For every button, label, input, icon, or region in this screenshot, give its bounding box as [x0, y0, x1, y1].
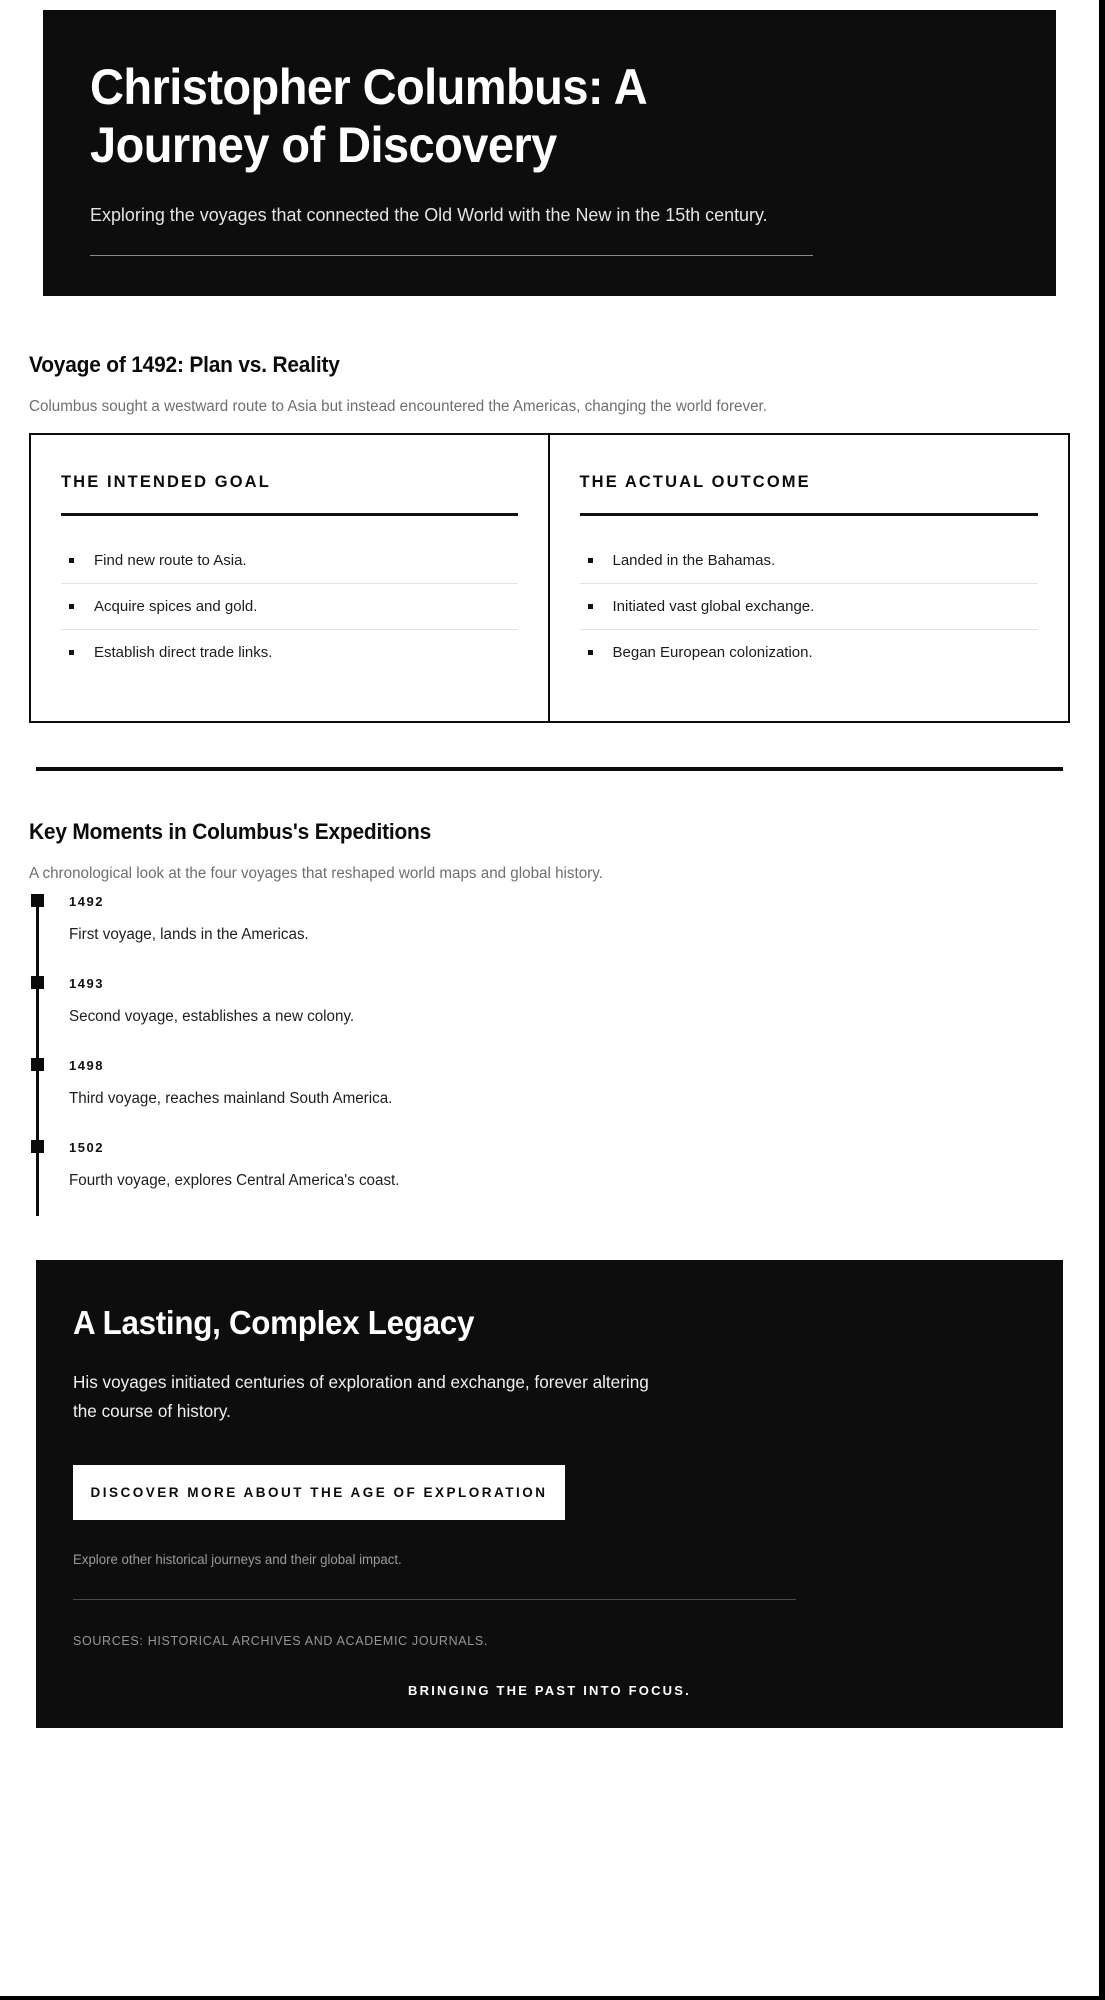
page-title: Christopher Columbus: A Journey of Disco… [90, 59, 646, 173]
square-bullet-icon [587, 557, 593, 563]
hero-header: Christopher Columbus: A Journey of Disco… [43, 10, 1056, 296]
discover-more-button-label: DISCOVER MORE ABOUT THE AGE OF EXPLORATI… [90, 1484, 548, 1500]
legacy-divider [73, 1598, 796, 1600]
list-item: Acquire spices and gold. [61, 584, 518, 630]
comparison-list-actual-outcome: Landed in the Bahamas. Initiated vast gl… [579, 538, 1039, 675]
comparison-subtitle: Columbus sought a westward route to Asia… [29, 397, 768, 415]
legacy-sources: SOURCES: HISTORICAL ARCHIVES AND ACADEMI… [73, 1632, 489, 1648]
square-bullet-icon [69, 649, 74, 655]
timeline-title: Key Moments in Columbus's Expeditions [29, 818, 432, 844]
list-item-label: Began European colonization. [612, 643, 813, 661]
comparison-column-heading: THE ACTUAL OUTCOME [579, 472, 811, 491]
legacy-title: A Lasting, Complex Legacy [73, 1304, 475, 1342]
list-item: Establish direct trade links. [61, 630, 518, 675]
comparison-box: THE INTENDED GOAL Find new route to Asia… [29, 432, 1070, 723]
timeline-year: 1502 [69, 1140, 104, 1156]
comparison-list-intended-goal: Find new route to Asia. Acquire spices a… [61, 538, 518, 675]
timeline-item: 1493 Second voyage, establishes a new co… [31, 976, 1070, 1058]
comparison-column-underline [61, 512, 518, 516]
timeline: 1492 First voyage, lands in the Americas… [29, 894, 1070, 1222]
timeline-text: First voyage, lands in the Americas. [69, 926, 309, 944]
timeline-year: 1493 [69, 976, 104, 992]
comparison-column-actual-outcome: THE ACTUAL OUTCOME Landed in the Bahamas… [550, 435, 1069, 721]
timeline-marker-icon [31, 976, 44, 990]
timeline-text: Fourth voyage, explores Central America'… [69, 1172, 400, 1190]
legacy-note: Explore other historical journeys and th… [73, 1551, 402, 1567]
list-item: Find new route to Asia. [61, 538, 518, 584]
comparison-column-underline [579, 512, 1038, 516]
timeline-item: 1498 Third voyage, reaches mainland Sout… [31, 1058, 1070, 1140]
timeline-marker-icon [31, 1140, 44, 1154]
timeline-text: Second voyage, establishes a new colony. [69, 1008, 355, 1026]
legacy-footer: A Lasting, Complex Legacy His voyages in… [36, 1260, 1063, 1728]
timeline-marker-icon [31, 894, 44, 908]
comparison-column-heading: THE INTENDED GOAL [61, 472, 271, 491]
hero-subtitle: Exploring the voyages that connected the… [90, 204, 768, 225]
square-bullet-icon [587, 649, 593, 655]
section-divider [36, 766, 1063, 771]
timeline-section: Key Moments in Columbus's Expeditions A … [0, 771, 1099, 1223]
square-bullet-icon [69, 557, 74, 563]
timeline-item: 1492 First voyage, lands in the Americas… [31, 894, 1070, 976]
list-item: Initiated vast global exchange. [579, 584, 1038, 630]
list-item-label: Initiated vast global exchange. [612, 597, 815, 615]
list-item-label: Landed in the Bahamas. [612, 551, 776, 569]
list-item-label: Acquire spices and gold. [94, 597, 258, 615]
comparison-column-intended-goal: THE INTENDED GOAL Find new route to Asia… [31, 434, 550, 721]
timeline-year: 1498 [69, 1058, 104, 1074]
timeline-text: Third voyage, reaches mainland South Ame… [69, 1090, 393, 1108]
list-item: Landed in the Bahamas. [579, 538, 1038, 584]
legacy-body: His voyages initiated centuries of explo… [73, 1372, 649, 1421]
square-bullet-icon [69, 603, 74, 609]
comparison-section: Voyage of 1492: Plan vs. Reality Columbu… [0, 296, 1099, 723]
timeline-year: 1492 [69, 894, 104, 910]
timeline-marker-icon [31, 1058, 44, 1072]
discover-more-button[interactable]: DISCOVER MORE ABOUT THE AGE OF EXPLORATI… [73, 1464, 565, 1520]
list-item-label: Establish direct trade links. [94, 643, 273, 661]
square-bullet-icon [587, 603, 593, 609]
timeline-item: 1502 Fourth voyage, explores Central Ame… [31, 1140, 1070, 1222]
legacy-tagline: BRINGING THE PAST INTO FOCUS. [408, 1682, 691, 1698]
list-item-label: Find new route to Asia. [94, 551, 247, 569]
hero-divider [90, 254, 813, 256]
list-item: Began European colonization. [580, 630, 1039, 675]
comparison-title: Voyage of 1492: Plan vs. Reality [29, 351, 340, 377]
timeline-subtitle: A chronological look at the four voyages… [29, 864, 603, 882]
